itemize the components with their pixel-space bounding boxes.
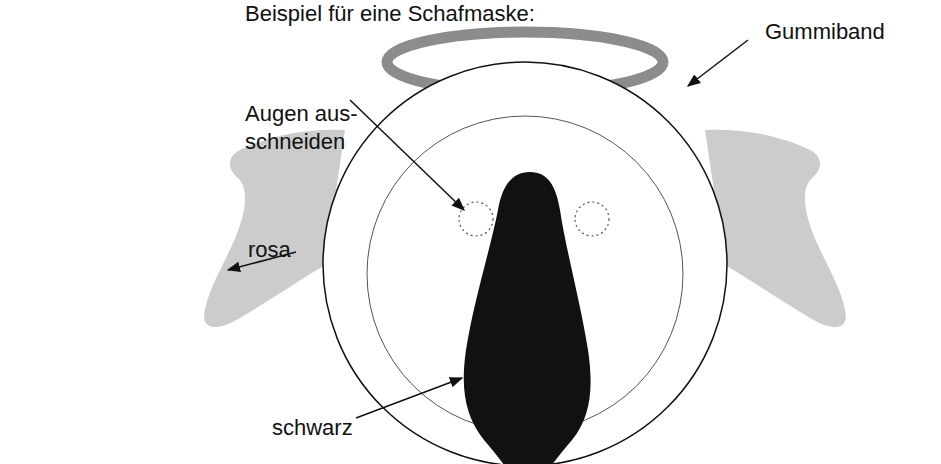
title: Beispiel für eine Schafmaske: (245, 0, 535, 28)
part-label: Augen aus- schneiden (245, 100, 363, 156)
eye-cutout (459, 202, 493, 236)
right-ear (705, 130, 846, 327)
eye-cutout (575, 202, 609, 236)
part-label: rosa (248, 236, 328, 264)
leader-line (688, 40, 748, 86)
nose (464, 172, 591, 464)
left-ear (204, 130, 345, 327)
leader-line (350, 100, 464, 210)
leader-line (356, 378, 462, 418)
part-label: Gummiband (765, 18, 925, 46)
part-label: schwarz (272, 414, 382, 442)
